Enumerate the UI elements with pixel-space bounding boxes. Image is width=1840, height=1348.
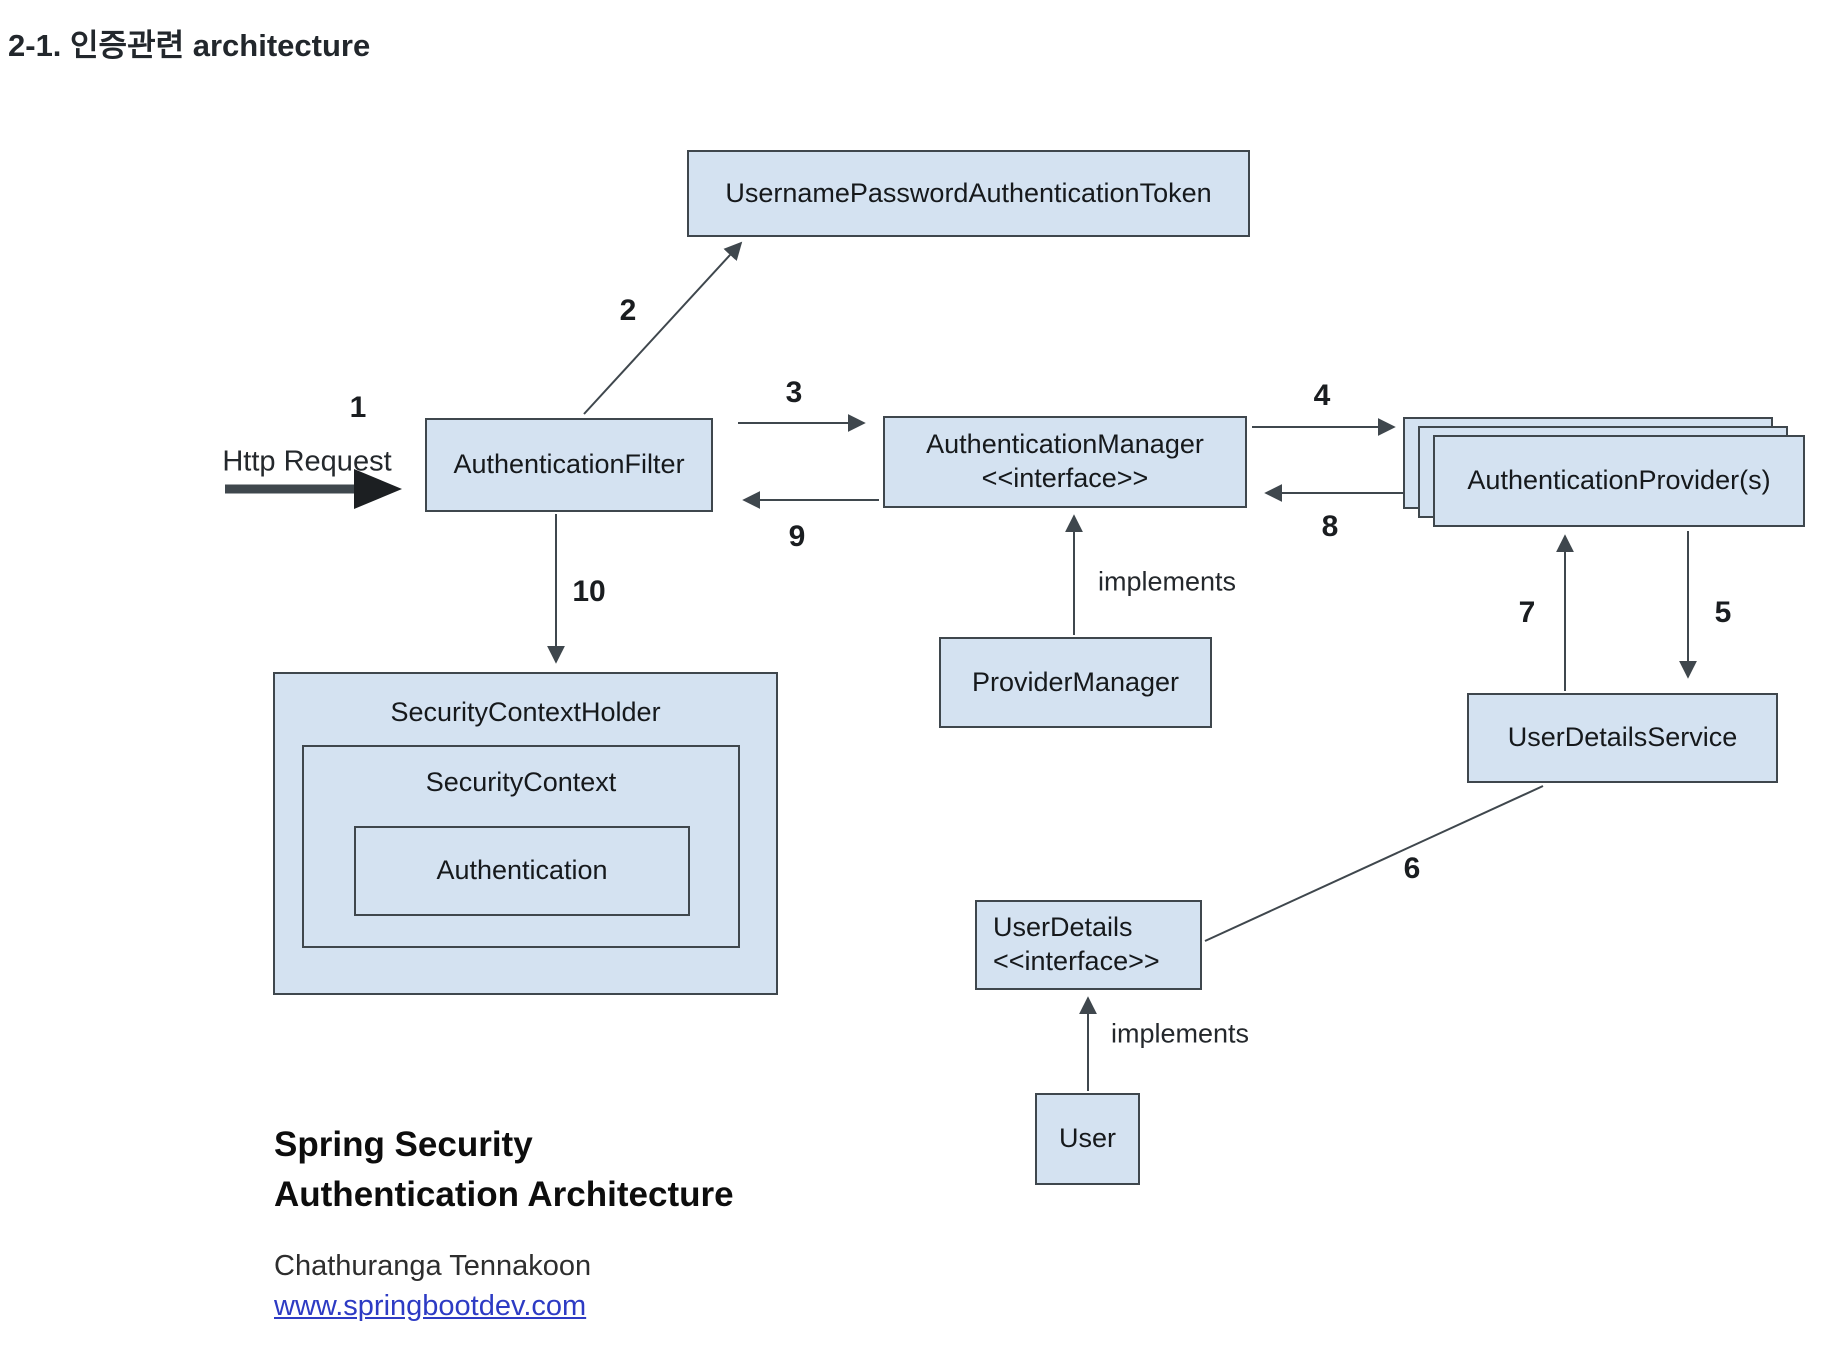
edge-label-4: 4: [1313, 379, 1331, 412]
website-link[interactable]: www.springbootdev.com: [274, 1290, 587, 1322]
author-name: Chathuranga Tennakoon: [274, 1250, 592, 1282]
box-label: UserDetailsService: [1507, 722, 1738, 753]
edge-label-5: 5: [1714, 596, 1732, 629]
edge-2-line: [583, 241, 743, 415]
page-title: 2-1. 인증관련 architecture: [8, 28, 371, 63]
box-security-context-holder: SecurityContextHolder SecurityContext Au…: [273, 672, 778, 995]
diagram-title-line2: Authentication Architecture: [274, 1174, 734, 1214]
box-authentication-manager: AuthenticationManager <<interface>>: [883, 416, 1247, 508]
box-label: UserDetails: [993, 912, 1133, 943]
edge-label-6: 6: [1403, 852, 1421, 885]
edge-label-1: 1: [349, 391, 367, 424]
box-label: UsernamePasswordAuthenticationToken: [725, 177, 1212, 208]
box-user-details-service: UserDetailsService: [1467, 693, 1778, 783]
box-label: Authentication: [436, 855, 608, 886]
box-label: AuthenticationFilter: [453, 449, 685, 480]
box-label: ProviderManager: [971, 666, 1180, 697]
box-stereotype: <<interface>>: [993, 946, 1160, 976]
box-username-password-authentication-token: UsernamePasswordAuthenticationToken: [687, 150, 1250, 237]
http-request-label: Http Request: [222, 445, 392, 478]
box-stereotype: <<interface>>: [981, 463, 1149, 493]
edge-6-line: [1204, 785, 1544, 942]
box-label: SecurityContext: [425, 767, 617, 797]
box-label: AuthenticationManager: [926, 429, 1204, 460]
edge-label-10: 10: [572, 575, 606, 608]
box-authentication: Authentication: [354, 826, 690, 916]
edge-label-7: 7: [1518, 596, 1536, 629]
box-label: AuthenticationProvider(s): [1467, 465, 1771, 496]
implements-label-user: implements: [1110, 1018, 1250, 1049]
box-label: User: [1058, 1123, 1116, 1154]
diagram-title: Spring Security Authentication Architect…: [274, 1120, 734, 1219]
box-user: User: [1035, 1093, 1140, 1185]
edge-label-2: 2: [619, 294, 637, 327]
edge-label-8: 8: [1321, 510, 1339, 543]
box-user-details: UserDetails <<interface>>: [975, 900, 1202, 990]
box-provider-manager: ProviderManager: [939, 637, 1212, 728]
box-label: SecurityContextHolder: [390, 697, 661, 727]
diagram-title-line1: Spring Security: [274, 1125, 533, 1164]
box-security-context: SecurityContext Authentication: [302, 745, 740, 948]
edge-label-9: 9: [788, 520, 806, 553]
box-authentication-filter: AuthenticationFilter: [425, 418, 713, 512]
box-authentication-providers: AuthenticationProvider(s): [1433, 435, 1805, 527]
edge-label-3: 3: [785, 376, 803, 409]
implements-label-provider-manager: implements: [1097, 566, 1237, 597]
